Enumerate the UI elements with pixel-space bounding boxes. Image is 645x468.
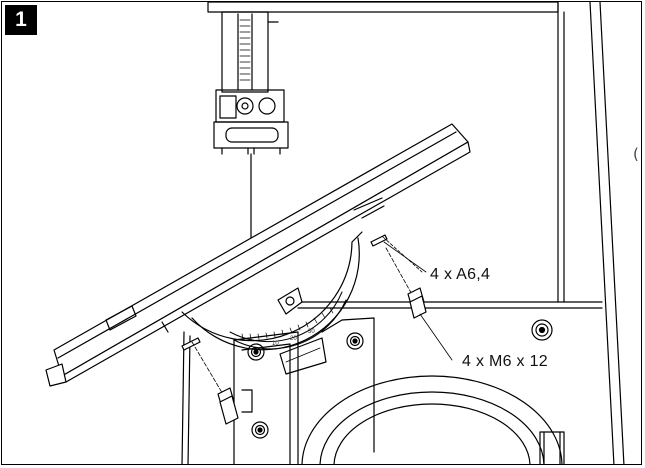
guide-post: [221, 11, 269, 93]
upper-blade-guide: [207, 2, 559, 253]
screw-callout-label: 4 x M6 x 12: [462, 353, 548, 370]
edge-glyph: (: [633, 145, 639, 163]
washer-callout-part: [370, 234, 427, 273]
bracket-screw: [251, 421, 269, 439]
tilt-scale-label: 30: [308, 329, 315, 335]
housing-screw: [531, 319, 553, 341]
screw-callout-part: [385, 247, 453, 361]
bracket-screw: [346, 332, 364, 350]
base-ring: [301, 375, 565, 464]
rack-teeth: [239, 19, 251, 81]
bracket-screw: [247, 343, 265, 361]
machine-housing: [297, 2, 625, 464]
saw-table: [45, 123, 471, 387]
tilt-scale-ticks: [241, 307, 334, 340]
upper-housing-edge: [207, 2, 559, 13]
tilt-scale-label: 20: [290, 336, 297, 342]
washer-callout-label: 4 x A6,4: [430, 266, 490, 283]
left-fastener: [181, 337, 239, 425]
tilt-scale-label: 10: [272, 341, 279, 347]
figure-number-badge: 1: [5, 5, 37, 35]
